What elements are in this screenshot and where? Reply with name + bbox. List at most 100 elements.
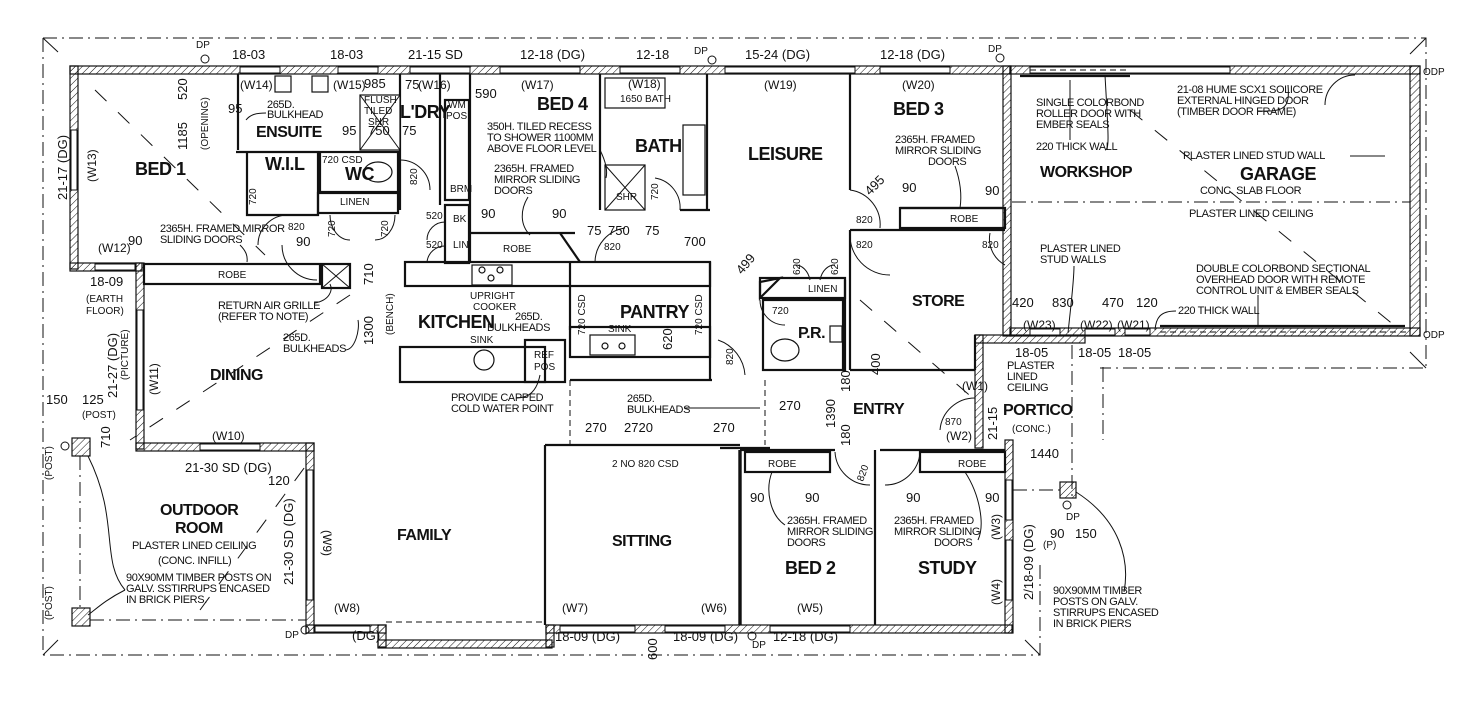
dimension: 590 <box>475 86 497 101</box>
window-tag-w18: (W18) <box>628 77 661 91</box>
wm-pos-label-1: WM <box>448 100 466 111</box>
note: 2365H. FRAMED MIRROR <box>160 223 285 235</box>
note: PROVIDE CAPPED <box>451 392 544 404</box>
linen-label-hall: LINEN <box>808 284 837 295</box>
note: OVERHEAD DOOR WITH REMOTE <box>1196 274 1365 286</box>
note: POSTS ON GALV. <box>1053 596 1138 608</box>
window-size: 18-05 <box>1015 345 1048 360</box>
note: (TIMBER DOOR FRAME) <box>1177 106 1296 118</box>
robe-label-bed4: ROBE <box>503 244 532 255</box>
robe-label-bed1: ROBE <box>218 270 247 281</box>
window-tag-w11: (W11) <box>147 363 161 395</box>
note: PLASTER LINED <box>1040 243 1121 255</box>
dimension: 470 <box>1102 295 1124 310</box>
dp-marker: DP <box>285 630 299 641</box>
window-tag-w17: (W17) <box>521 78 554 92</box>
dimension: 750 <box>608 223 630 238</box>
dimension: 620 <box>660 328 675 350</box>
window-size: 18-05 <box>1118 345 1151 360</box>
dimension: 985 <box>364 76 386 91</box>
dimension: 820 <box>856 240 873 251</box>
room-label-garage: GARAGE <box>1240 164 1316 184</box>
dimension: 400 <box>868 353 883 375</box>
note: PLASTER LINED CEILING <box>132 540 256 552</box>
window-tag-w6: (W6) <box>701 601 727 615</box>
dimension: 820 <box>856 215 873 226</box>
cooker-label-1: UPRIGHT <box>470 291 515 302</box>
room-label-store: STORE <box>912 293 965 310</box>
dimension: 90 <box>481 206 495 221</box>
flush-tiled-label-2: TILED <box>364 106 392 117</box>
window-tag-w10: (W10) <box>212 429 245 443</box>
window-size: 18-09 (DG) <box>673 629 738 644</box>
dimension: 420 <box>1012 295 1034 310</box>
note: DOORS <box>787 537 825 549</box>
note: DOUBLE COLORBOND SECTIONAL <box>1196 263 1370 275</box>
dimension: 495 <box>862 172 888 198</box>
window-size: 21-30 SD (DG) <box>185 460 272 475</box>
window-tag-w7: (W7) <box>562 601 588 615</box>
room-label-bed4: BED 4 <box>537 94 588 114</box>
note: 265D. <box>283 332 311 344</box>
window-size: 21-30 SD (DG) <box>281 498 296 585</box>
note: MIRROR SLIDING <box>494 174 580 186</box>
window-sizes: 18-03 18-03 21-15 SD 12-18 (DG) 12-18 15… <box>55 47 1151 644</box>
note: PLASTER <box>1007 360 1055 372</box>
dimension: 90 <box>750 490 764 505</box>
room-label-laundry: L'DRY <box>400 102 451 122</box>
note: SINGLE COLORBOND <box>1036 97 1144 109</box>
room-label-workshop: WORKSHOP <box>1040 164 1133 181</box>
room-label-study: STUDY <box>918 558 977 578</box>
lin-label: LIN <box>453 240 469 251</box>
note: STIRRUPS ENCASED <box>1053 607 1159 619</box>
window-size: 2/18-09 (DG) <box>1021 524 1036 600</box>
fridge-pos-label-2: POS <box>534 362 555 373</box>
dimension: 700 <box>684 234 706 249</box>
note: MIRROR SLIDING <box>787 526 873 538</box>
window-size: 12-18 (DG) <box>773 629 838 644</box>
note: ROLLER DOOR WITH <box>1036 108 1141 120</box>
dimension: 870 <box>945 417 962 428</box>
note: 265D. <box>627 393 655 405</box>
robe-label-bed2: ROBE <box>768 459 797 470</box>
note: IN BRICK PIERS. <box>126 594 207 606</box>
room-label-wil: W.I.L <box>265 154 305 174</box>
window-tag-w14: (W14) <box>240 78 273 92</box>
room-label-wc: WC <box>345 164 374 184</box>
dimension: 90 <box>552 206 566 221</box>
window-tag-w22: (W22) <box>1080 318 1113 332</box>
window-size: 18-03 <box>330 47 363 62</box>
room-label-bed1: BED 1 <box>135 159 186 179</box>
dimension: 720 <box>650 183 661 200</box>
note: 2365H. FRAMED <box>895 134 975 146</box>
dimension: 125 <box>82 392 104 407</box>
note: ABOVE FLOOR LEVEL <box>487 143 597 155</box>
dimension: 75 <box>587 223 601 238</box>
dimension: 520 <box>426 211 443 222</box>
room-label-kitchen: KITCHEN <box>418 312 495 332</box>
window-size: 12-18 (DG) <box>880 47 945 62</box>
window-tag-w23: (W23) <box>1023 318 1056 332</box>
room-labels: BED 1 ENSUITE W.I.L WC L'DRY BED 4 BATH … <box>135 94 1317 578</box>
window-tag-w20: (W20) <box>902 78 935 92</box>
room-label-bath: BATH <box>635 136 682 156</box>
dimension: 620 <box>830 258 841 275</box>
note: STUD WALLS <box>1040 254 1106 266</box>
window-tag-w2: (W2) <box>946 429 972 443</box>
earth-floor-label-1: (EARTH <box>86 294 123 305</box>
window-size: 21-27 (DG) <box>105 333 120 398</box>
note: SLIDING DOORS <box>160 234 242 246</box>
dp-marker: DP <box>988 44 1002 55</box>
dimension: 820 <box>725 348 736 365</box>
dimension: 720 <box>248 188 259 205</box>
dimension: 120 <box>268 473 290 488</box>
doors <box>257 74 1356 486</box>
note: EXTERNAL HINGED DOOR <box>1177 95 1309 107</box>
note: BULKHEADS <box>627 404 690 416</box>
note: 2365H. FRAMED <box>494 163 574 175</box>
window-size: 12-18 (DG) <box>520 47 585 62</box>
shower-label: SHR <box>616 192 637 203</box>
post-label-side-1: (POST) <box>44 446 55 480</box>
note: BULKHEADS <box>487 322 550 334</box>
robe-label-bed3: ROBE <box>950 214 979 225</box>
